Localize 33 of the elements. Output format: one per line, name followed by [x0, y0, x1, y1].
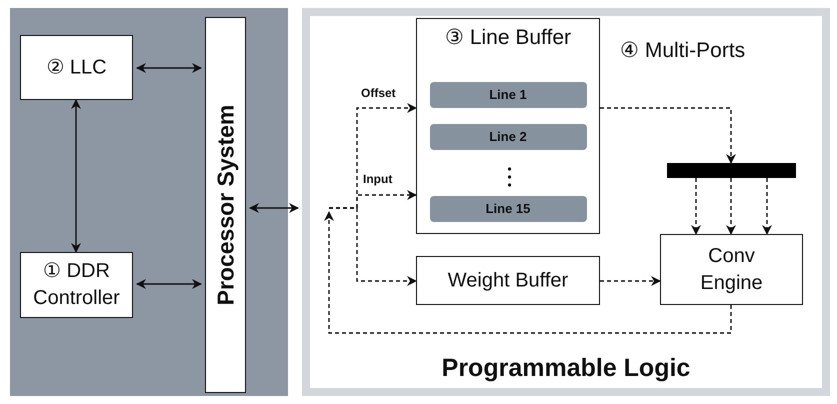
arrow — [324, 211, 732, 334]
arrow — [329, 207, 417, 286]
port-bar — [667, 163, 796, 178]
box-label: Conv Engine — [699, 244, 764, 296]
process-box — [205, 17, 246, 393]
arrow — [136, 279, 202, 289]
box-label: Weight Buffer — [446, 268, 570, 293]
line-label: Line 15 — [484, 200, 532, 216]
port-label: ④ Multi-Ports — [620, 38, 746, 63]
process-box — [660, 234, 803, 305]
arrow — [691, 178, 701, 235]
line-label: Line 1 — [488, 86, 528, 102]
arrow — [762, 178, 772, 235]
process-box — [20, 252, 133, 318]
programmable-logic-panel — [302, 8, 830, 396]
box-label: ① DDR Controller — [32, 259, 121, 311]
buffer-box — [416, 18, 600, 234]
line-label: Line 2 — [488, 128, 528, 144]
arrow — [726, 178, 736, 235]
processing-system-panel — [10, 8, 288, 396]
process-box — [20, 35, 133, 100]
edge-label: Offset — [360, 86, 397, 100]
edge-label: Input — [362, 172, 394, 186]
arrow — [600, 276, 661, 286]
arrow — [71, 99, 81, 253]
box-label: Processor System — [212, 104, 239, 306]
panel-title: Programmable Logic — [440, 354, 692, 383]
process-box — [416, 256, 600, 305]
arrow — [600, 107, 736, 164]
arrow — [249, 203, 299, 213]
arrow — [136, 63, 202, 73]
box-label: ② LLC — [45, 55, 108, 80]
box-title: ③ Line Buffer — [444, 25, 572, 50]
